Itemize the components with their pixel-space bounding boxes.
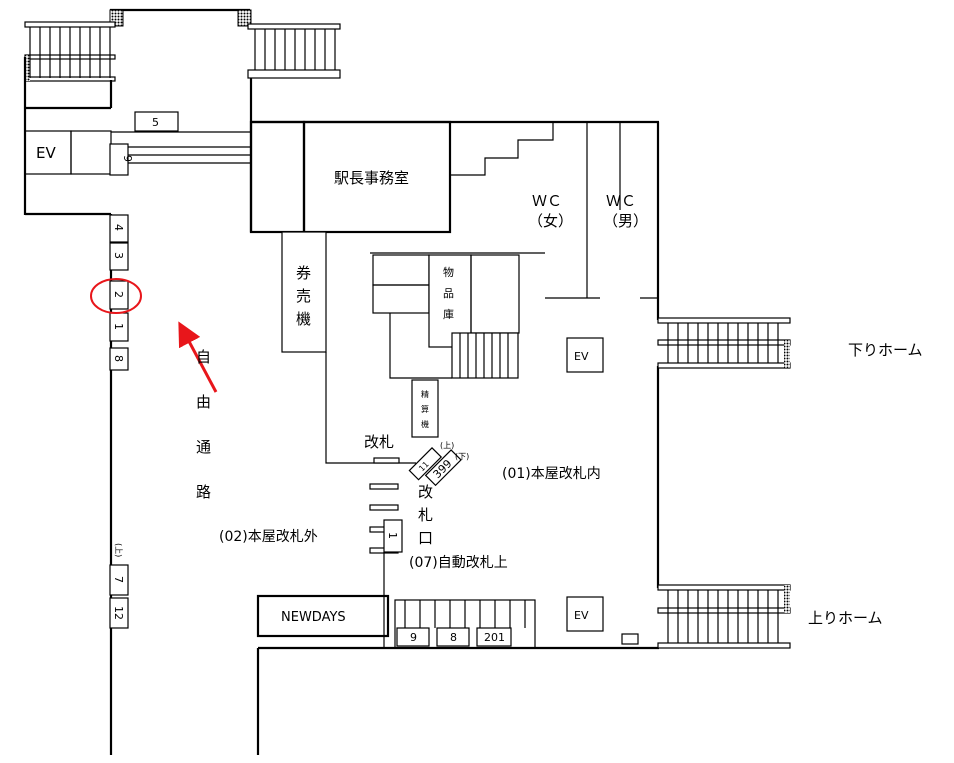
svg-text:9: 9 <box>410 631 417 644</box>
svg-text:機: 機 <box>296 310 311 328</box>
stairs-bottom: 9 8 201 <box>394 599 536 649</box>
newdays-shop <box>256 594 390 638</box>
svg-text:7: 7 <box>112 576 125 583</box>
auto-gate-label: (07)自動改札上 <box>409 555 508 571</box>
svg-text:EV: EV <box>574 609 589 622</box>
fare-adjustment-machine <box>411 379 439 438</box>
elevator-box <box>566 596 604 632</box>
svg-text:4: 4 <box>112 224 125 231</box>
station-office <box>302 120 452 234</box>
gate-label: 改札 <box>364 433 394 451</box>
outside-gate-label: (02)本屋改札外 <box>219 529 318 545</box>
svg-text:（女）: （女） <box>528 212 573 230</box>
up-platform-label: 上りホーム <box>808 609 883 627</box>
number-9: 9 <box>121 155 134 162</box>
svg-text:物: 物 <box>443 265 454 279</box>
number-5-box <box>134 111 179 132</box>
ev-label: EV <box>36 144 56 162</box>
svg-text:(下): (下) <box>455 452 469 461</box>
down-platform-label: 下りホーム <box>848 341 923 359</box>
stairs-inner <box>451 332 519 379</box>
red-arrow-icon <box>178 321 218 393</box>
svg-text:1: 1 <box>112 323 125 330</box>
svg-text:機: 機 <box>421 419 429 429</box>
svg-text:NEWDAYS: NEWDAYS <box>281 610 346 625</box>
svg-text:庫: 庫 <box>443 307 454 321</box>
svg-text:算: 算 <box>421 404 429 414</box>
svg-text:口: 口 <box>418 529 433 547</box>
svg-text:2: 2 <box>112 291 125 298</box>
number-5: 5 <box>152 116 159 129</box>
svg-text:ＷＣ: ＷＣ <box>606 192 636 210</box>
stairs-left-top <box>24 21 116 82</box>
svg-text:自: 自 <box>196 348 211 366</box>
svg-text:ＷＣ: ＷＣ <box>532 192 562 210</box>
ticket-machine <box>281 231 327 353</box>
left-number-boxes: 4 3 2 1 8 (上) 7 12 <box>109 214 129 629</box>
svg-text:品: 品 <box>443 287 454 300</box>
number-9-box <box>109 143 129 176</box>
inside-gate-label: (01)本屋改札内 <box>502 466 601 482</box>
svg-text:券: 券 <box>296 264 311 282</box>
svg-text:通: 通 <box>196 438 211 456</box>
free-passage: 4 3 2 1 8 (上) 7 12 自 由 通 路 <box>90 214 218 755</box>
svg-text:1: 1 <box>386 532 399 539</box>
svg-text:(上): (上) <box>114 543 123 557</box>
svg-text:路: 路 <box>196 483 211 501</box>
svg-text:EV: EV <box>574 350 589 363</box>
station-office-label: 駅長事務室 <box>334 169 409 187</box>
gate-1-box <box>383 519 403 553</box>
svg-text:(上): (上) <box>440 441 454 450</box>
down-platform-stairs <box>657 317 791 369</box>
svg-text:売: 売 <box>296 287 311 305</box>
svg-text:改: 改 <box>418 483 433 501</box>
upper-concourse: EV 5 9 <box>23 8 341 232</box>
station-building: 駅長事務室 ＷＣ （女） ＷＣ （男） 券 売 機 物 品 庫 <box>219 120 660 755</box>
stairs-right-top <box>247 23 341 79</box>
storage-room <box>428 254 472 348</box>
elevator-box <box>566 337 604 373</box>
svg-text:8: 8 <box>112 355 125 362</box>
up-platform-stairs <box>657 584 791 649</box>
svg-text:（男）: （男） <box>603 212 648 230</box>
svg-text:201: 201 <box>484 631 505 644</box>
svg-text:由: 由 <box>196 393 211 411</box>
svg-text:8: 8 <box>450 631 457 644</box>
highlight-circle <box>90 278 142 314</box>
svg-text:精: 精 <box>421 389 429 399</box>
svg-text:3: 3 <box>112 252 125 259</box>
svg-text:札: 札 <box>418 506 433 524</box>
svg-text:12: 12 <box>112 606 125 620</box>
